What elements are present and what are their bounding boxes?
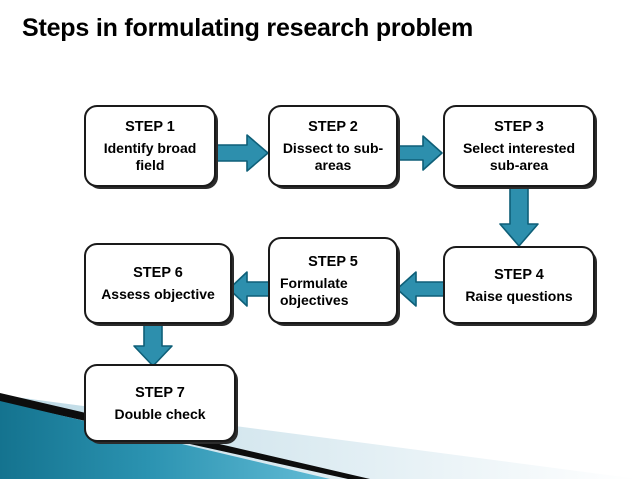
page-title: Steps in formulating research problem [22, 14, 474, 42]
step-description-label: Identify broad field [103, 140, 197, 174]
step-description-label: Raise questions [465, 287, 573, 304]
arrow-down-step6-step7 [132, 322, 174, 368]
flow-node-step6[interactable]: STEP 6 Assess objective [84, 243, 232, 324]
step-description-label: Double check [114, 405, 206, 422]
flow-node-step2[interactable]: STEP 2 Dissect to sub-areas [268, 105, 398, 187]
arrow-right-step1-step2 [216, 132, 270, 174]
flow-node-step5[interactable]: STEP 5 Formulate objectives [268, 237, 398, 324]
step-number-label: STEP 4 [494, 266, 544, 283]
step-description-label: Dissect to sub-areas [282, 140, 384, 174]
step-number-label: STEP 3 [494, 119, 544, 136]
step-number-label: STEP 6 [133, 265, 183, 282]
step-description-label: Assess objective [101, 286, 215, 303]
arrow-left-step4-step5 [396, 269, 446, 309]
step-number-label: STEP 2 [308, 119, 358, 136]
step-number-label: STEP 1 [125, 119, 175, 136]
flow-node-step3[interactable]: STEP 3 Select interested sub-area [443, 105, 595, 187]
arrow-right-step2-step3 [398, 132, 444, 174]
step-description-label: Formulate objectives [280, 274, 349, 308]
flow-node-step7[interactable]: STEP 7 Double check [84, 364, 236, 442]
step-description-label: Select interested sub-area [462, 140, 576, 174]
arrow-down-step3-step4 [498, 186, 540, 248]
step-number-label: STEP 5 [308, 253, 358, 270]
step-number-label: STEP 7 [135, 384, 185, 401]
flow-node-step4[interactable]: STEP 4 Raise questions [443, 246, 595, 324]
flow-node-step1[interactable]: STEP 1 Identify broad field [84, 105, 216, 187]
